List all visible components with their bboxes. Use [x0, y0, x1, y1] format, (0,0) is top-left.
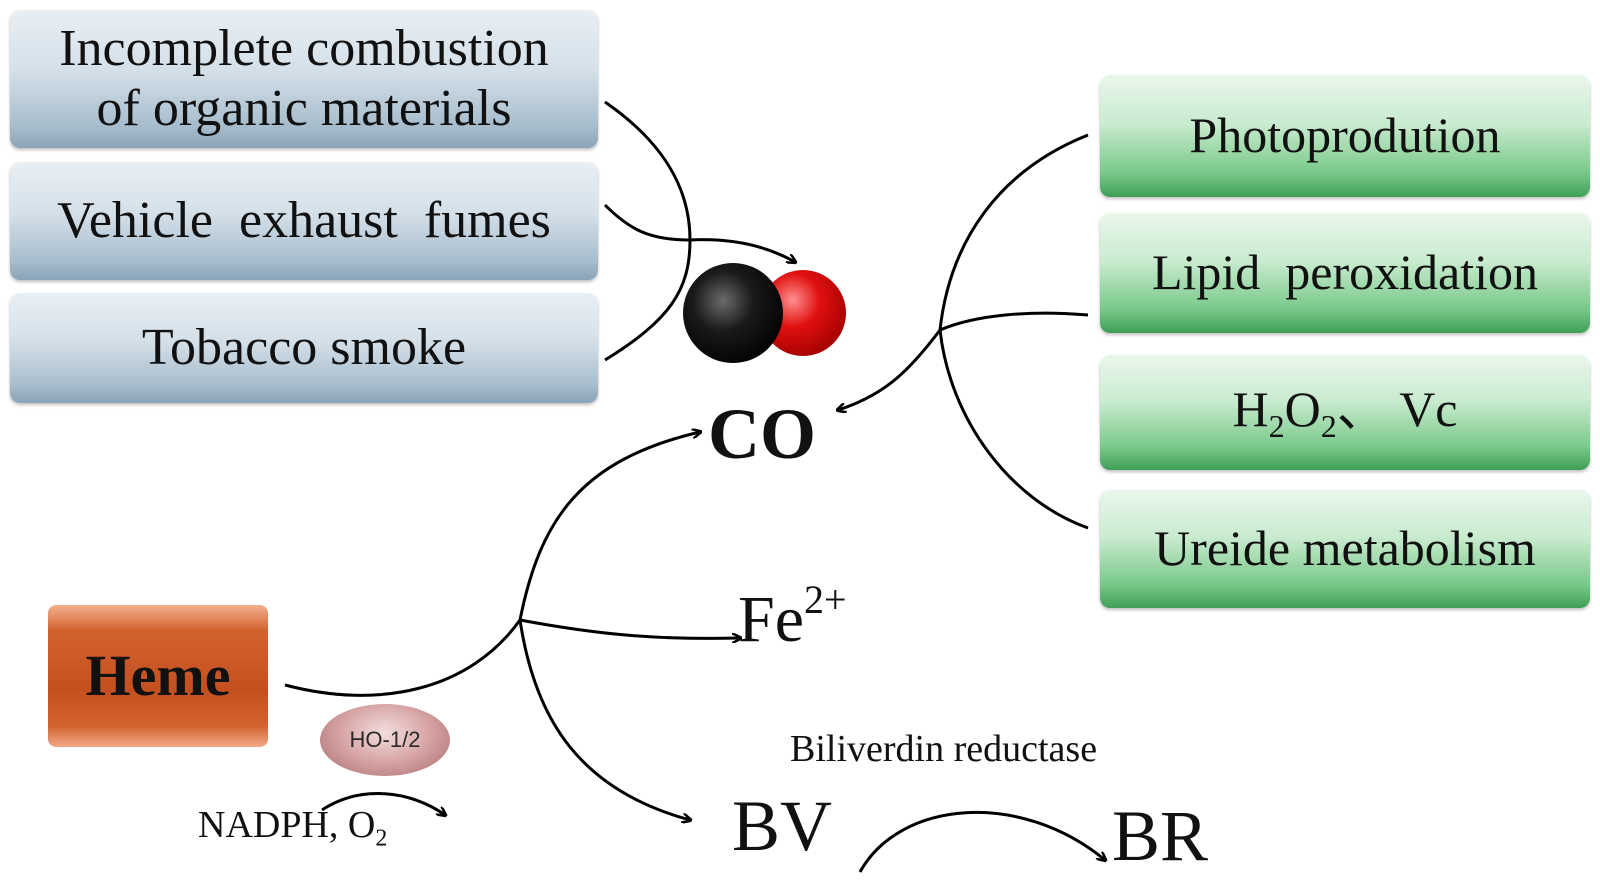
fe-symbol: Fe — [738, 583, 804, 656]
source-box-ureide: Ureide metabolism — [1100, 490, 1590, 608]
biliverdin-reductase-label: Biliverdin reductase — [790, 728, 1098, 770]
line-photoprodution — [938, 133, 1089, 331]
ho-enzyme-ellipse: HO-1/2 — [320, 704, 450, 776]
source-box-tobacco: Tobacco smoke — [10, 293, 598, 403]
arrow-vehicle-to-co — [603, 203, 795, 262]
o-symbol: O — [1284, 380, 1321, 437]
source-h2o2-label: H2O2、 Vc — [1232, 381, 1457, 445]
line-tobacco — [604, 239, 692, 362]
source-vehicle-label: Vehicle exhaust fumes — [57, 192, 551, 250]
fe-label: Fe2+ — [738, 580, 847, 653]
arrow-cofactor — [321, 792, 445, 815]
source-combustion-line2: of organic materials — [96, 80, 512, 137]
source-box-lipid: Lipid peroxidation — [1100, 213, 1590, 333]
ho-enzyme-label: HO-1/2 — [349, 727, 421, 752]
source-box-h2o2-vc: H2O2、 Vc — [1100, 355, 1590, 470]
o-subscript: 2 — [1320, 407, 1337, 444]
bv-label: BV — [732, 786, 833, 866]
co-carbon-atom — [683, 263, 783, 363]
source-ureide-label: Ureide metabolism — [1154, 520, 1536, 577]
line-lipid — [939, 311, 1089, 332]
heme-label: Heme — [85, 642, 231, 708]
source-combustion-line1: Incomplete combustion — [59, 20, 549, 78]
arrow-plant-to-co — [838, 329, 942, 410]
h-symbol: H — [1232, 380, 1269, 437]
cofactor-prefix: NADPH, O — [198, 804, 376, 846]
cofactor-label: NADPH, O2 — [198, 806, 387, 851]
fe-charge: 2+ — [804, 577, 847, 622]
source-lipid-label: Lipid peroxidation — [1151, 244, 1539, 301]
h-subscript: 2 — [1268, 407, 1285, 444]
arrow-heme-to-co — [518, 432, 700, 621]
br-label: BR — [1112, 796, 1209, 876]
arrow-heme-to-bv — [518, 619, 690, 820]
source-box-vehicle: Vehicle exhaust fumes — [10, 162, 598, 280]
source-box-photoprodution: Photoprodution — [1100, 75, 1590, 197]
arrow-bv-to-br — [858, 810, 1105, 873]
arrow-heme-to-fe — [519, 618, 740, 638]
cofactor-subscript: 2 — [375, 825, 388, 852]
source-photoprodution-label: Photoprodution — [1189, 107, 1501, 164]
source-box-combustion: Incomplete combustion of organic materia… — [10, 10, 598, 148]
line-ureide — [938, 329, 1089, 530]
co-label: CO — [708, 394, 816, 474]
heme-box: Heme — [48, 605, 268, 747]
line-combustion — [604, 100, 692, 241]
line-heme — [284, 619, 522, 697]
source-tobacco-label: Tobacco smoke — [141, 319, 467, 377]
vc-label: 、 Vc — [1336, 380, 1458, 437]
